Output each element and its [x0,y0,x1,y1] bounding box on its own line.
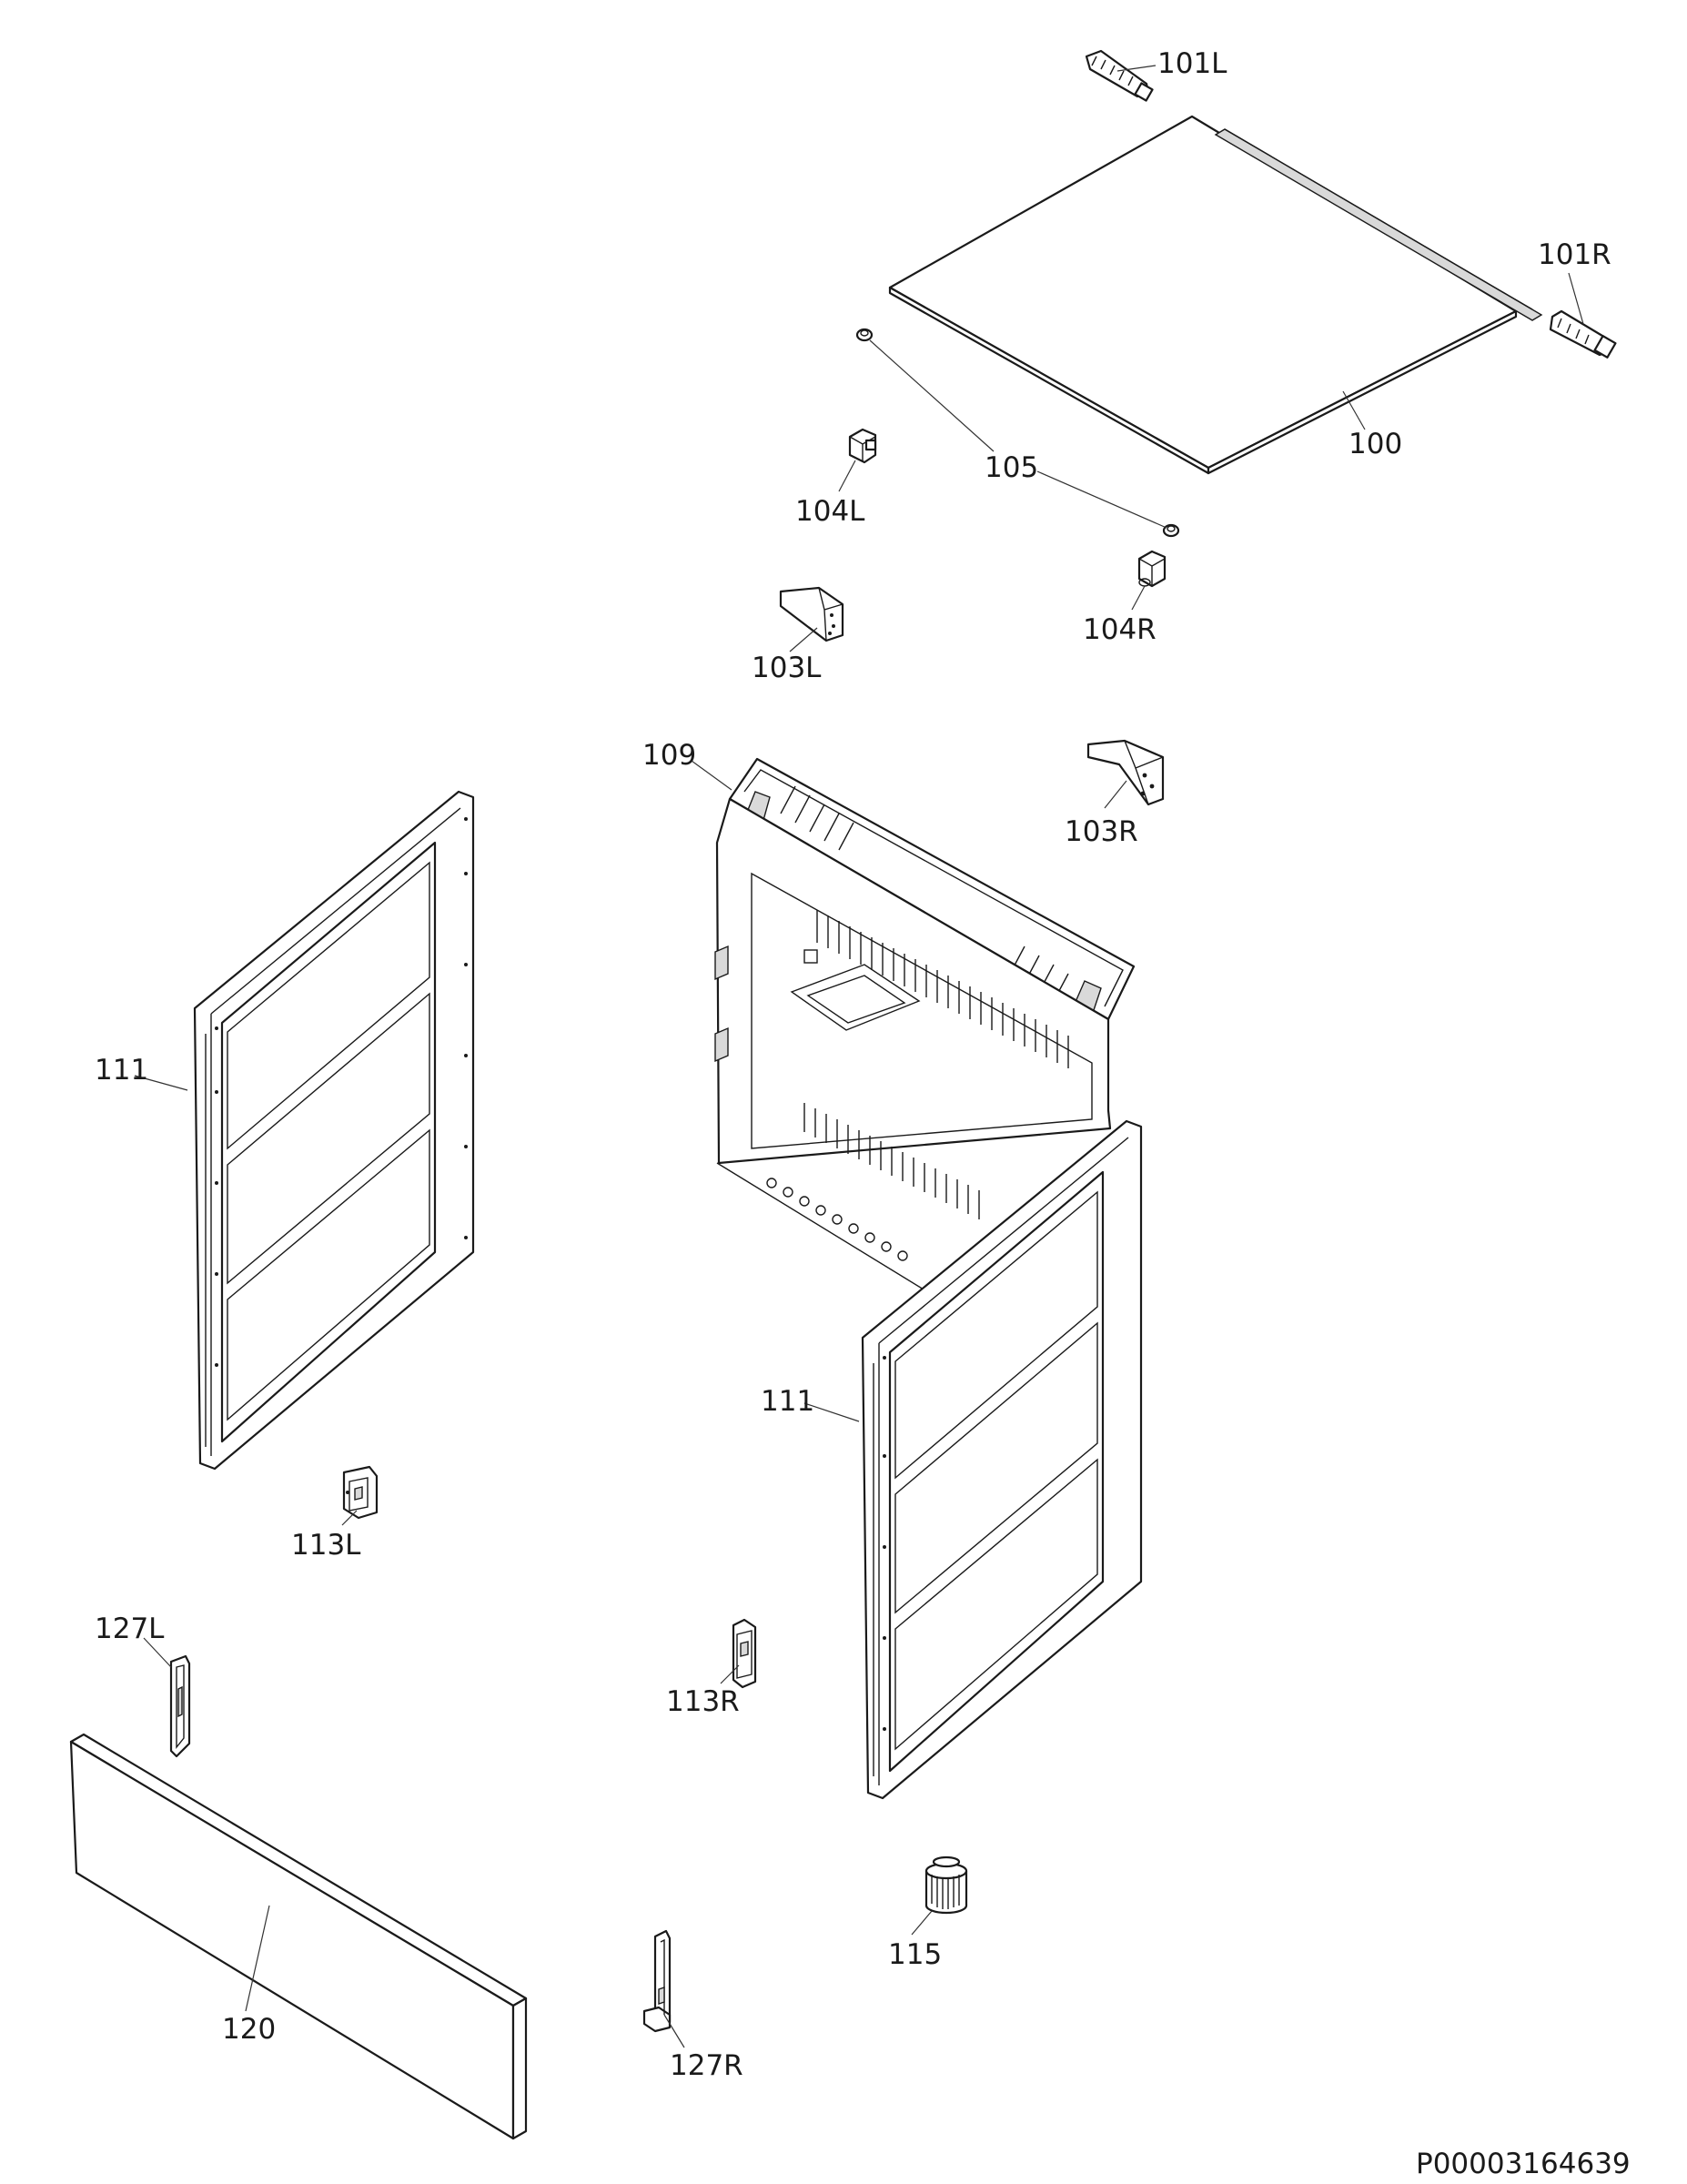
part-105-buffers[interactable]: 105 [855,328,1180,538]
part-104l-bracket[interactable]: 104L [795,428,877,528]
label-105: 105 [985,451,1038,484]
part-100-top-panel[interactable]: 100 [888,115,1543,475]
part-127l-bracket[interactable]: 127L [95,1613,191,1758]
part-113l-clip[interactable]: 113L [291,1465,379,1562]
part-101l-hinge-pin[interactable]: 101L [1085,47,1227,102]
label-103r: 103R [1065,815,1138,848]
label-103l: 103L [752,652,822,684]
part-103r-mounting-bracket[interactable]: 103R [1065,739,1165,848]
part-104r-bracket[interactable]: 104R [1083,550,1167,646]
label-113l: 113L [291,1529,361,1562]
label-127l: 127L [95,1613,165,1645]
part-127r-bracket[interactable]: 127R [642,1929,743,2082]
label-104l: 104L [795,495,865,528]
part-115-adjustable-foot[interactable]: 115 [888,1855,968,1971]
label-100: 100 [1349,428,1402,460]
label-120: 120 [222,2013,276,2046]
part-109-cavity-frame[interactable]: 109 [642,739,1136,1293]
label-104r: 104R [1083,613,1157,646]
label-115: 115 [888,1938,942,1971]
label-101r: 101R [1538,238,1611,271]
part-111-right-side-panel[interactable]: 111 [761,1119,1143,1800]
label-109: 109 [642,739,696,772]
part-101r-hinge-pin[interactable]: 101R [1538,238,1617,359]
label-127r: 127R [670,2049,743,2082]
label-111-left: 111 [95,1054,148,1087]
part-111-left-side-panel[interactable]: 111 [95,790,475,1471]
label-113r: 113R [666,1685,740,1718]
part-103l-mounting-bracket[interactable]: 103L [752,586,844,684]
label-111-right: 111 [761,1385,814,1418]
part-120-plinth-panel[interactable]: 120 [69,1733,528,2140]
part-113r-clip[interactable]: 113R [666,1618,757,1718]
label-101l: 101L [1157,47,1227,80]
document-id: P00003164639 [1416,2148,1631,2180]
